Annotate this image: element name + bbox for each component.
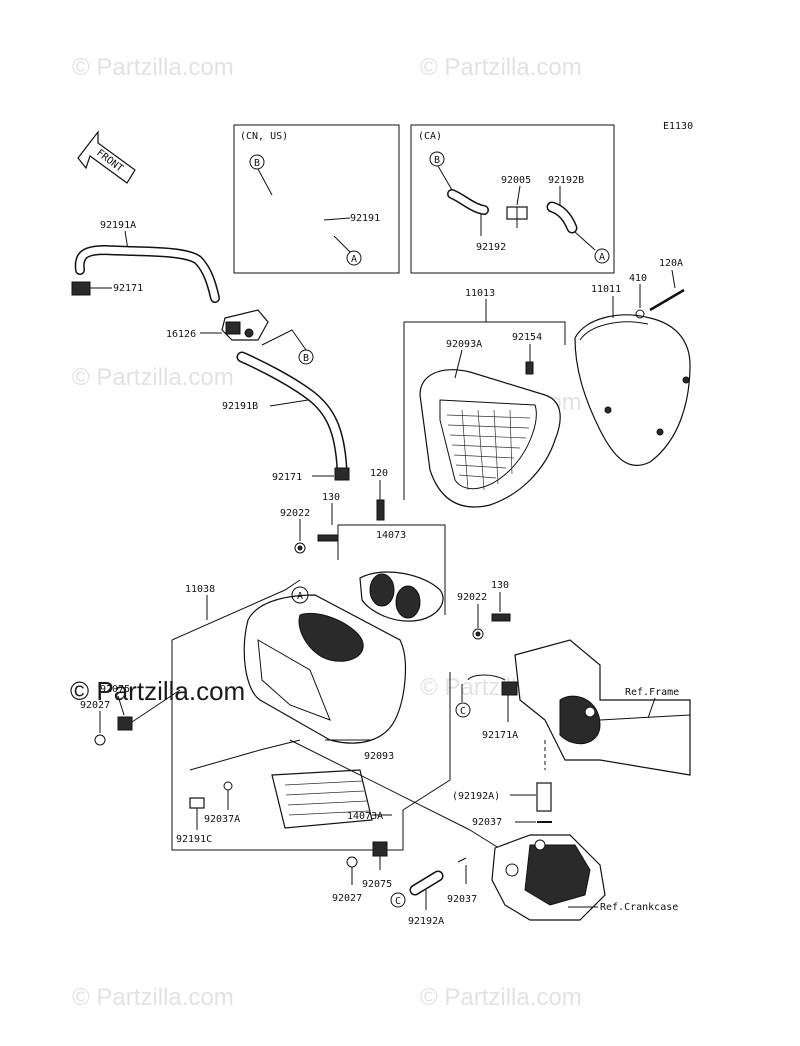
part-92037-right: 92037 (472, 817, 502, 828)
callout-a: A (351, 254, 357, 265)
part-92027-bottom: 92027 (332, 893, 362, 904)
variant-box-cn-us: (CN, US) B 92191 A (233, 124, 400, 274)
ref-crankcase: Ref.Crankcase (600, 902, 678, 913)
part-92191B: 92191B (222, 401, 258, 412)
fasteners-upper: 120 130 92022 (280, 468, 388, 554)
hose-assembly-upper: 92191A 92171 16126 B 92191B 92171 (71, 220, 350, 483)
part-14073A: 14073A (347, 811, 383, 822)
callout-b: B (434, 155, 440, 166)
intake-duct: 14073 (337, 524, 446, 622)
part-11011: 11011 (591, 284, 621, 295)
watermark: © Partzilla.com (72, 364, 234, 391)
part-92093A: 92093A (446, 339, 482, 350)
callout-c: C (460, 706, 466, 717)
part-92037-bottom: 92037 (447, 894, 477, 905)
part-120A: 120A (659, 258, 683, 269)
watermark-inline: © Partzilla.com (70, 676, 245, 706)
part-130-right: 130 (491, 580, 509, 591)
part-120: 120 (370, 468, 388, 479)
part-92171A: 92171A (482, 730, 518, 741)
part-92154: 92154 (512, 332, 542, 343)
air-filter-assembly: 11013 92093A 92154 (403, 288, 566, 508)
watermark: © Partzilla.com (72, 54, 234, 81)
part-92192: 92192 (476, 242, 506, 253)
variant-box-ca: (CA) B 92005 92192B 92192 A (410, 124, 615, 274)
part-92022-right: 92022 (457, 592, 487, 603)
grommet-left: 92075 92027 © Partzilla.com (70, 676, 245, 746)
part-92191A: 92191A (100, 220, 136, 231)
part-92191: 92191 (350, 213, 380, 224)
frame-reference: Ref.Frame C 92171A (92192A) 92037 (452, 639, 691, 828)
part-92093: 92093 (364, 751, 394, 762)
part-92005: 92005 (501, 175, 531, 186)
fasteners-right: 130 92022 (457, 580, 511, 640)
watermark: © Partzilla.com (420, 984, 582, 1011)
lower-assembly: 14073A 92191C 92037A (176, 739, 392, 845)
part-92075-bottom: 92075 (362, 879, 392, 890)
part-92192A-paren: (92192A) (452, 791, 500, 802)
part-92192A-bottom: 92192A (408, 916, 444, 927)
crankcase-reference: Ref.Crankcase (491, 834, 678, 921)
air-cleaner-housing: 11038 A 92093 (171, 579, 451, 851)
part-410: 410 (629, 273, 647, 284)
callout-a: A (297, 591, 303, 602)
front-arrow: FRONT (77, 130, 136, 184)
part-92022-top: 92022 (280, 508, 310, 519)
part-92171-top: 92171 (113, 283, 143, 294)
callout-b: B (254, 158, 260, 169)
part-11013: 11013 (465, 288, 495, 299)
callout-c: C (395, 896, 401, 907)
variant-label: (CA) (418, 131, 442, 142)
part-92075-left: 92075 (100, 684, 130, 695)
callout-a: A (599, 252, 605, 263)
part-14073: 14073 (376, 530, 406, 541)
part-92192B: 92192B (548, 175, 584, 186)
ref-frame: Ref.Frame (625, 687, 679, 698)
variant-label: (CN, US) (240, 131, 288, 142)
air-cleaner-cover: 11011 410 120A (574, 258, 691, 467)
callout-b: B (303, 353, 309, 364)
watermark: © Partzilla.com (72, 984, 234, 1011)
part-92191C: 92191C (176, 834, 212, 845)
part-92171-mid: 92171 (272, 472, 302, 483)
diagram-code: E1130 (663, 121, 693, 132)
watermark: © Partzilla.com (420, 54, 582, 81)
part-130-top: 130 (322, 492, 340, 503)
part-92037A: 92037A (204, 814, 240, 825)
part-11038: 11038 (185, 584, 215, 595)
part-16126: 16126 (166, 329, 196, 340)
drain-assembly: 92027 92075 C 92192A 92037 (289, 739, 503, 927)
part-92027-left: 92027 (80, 700, 110, 711)
